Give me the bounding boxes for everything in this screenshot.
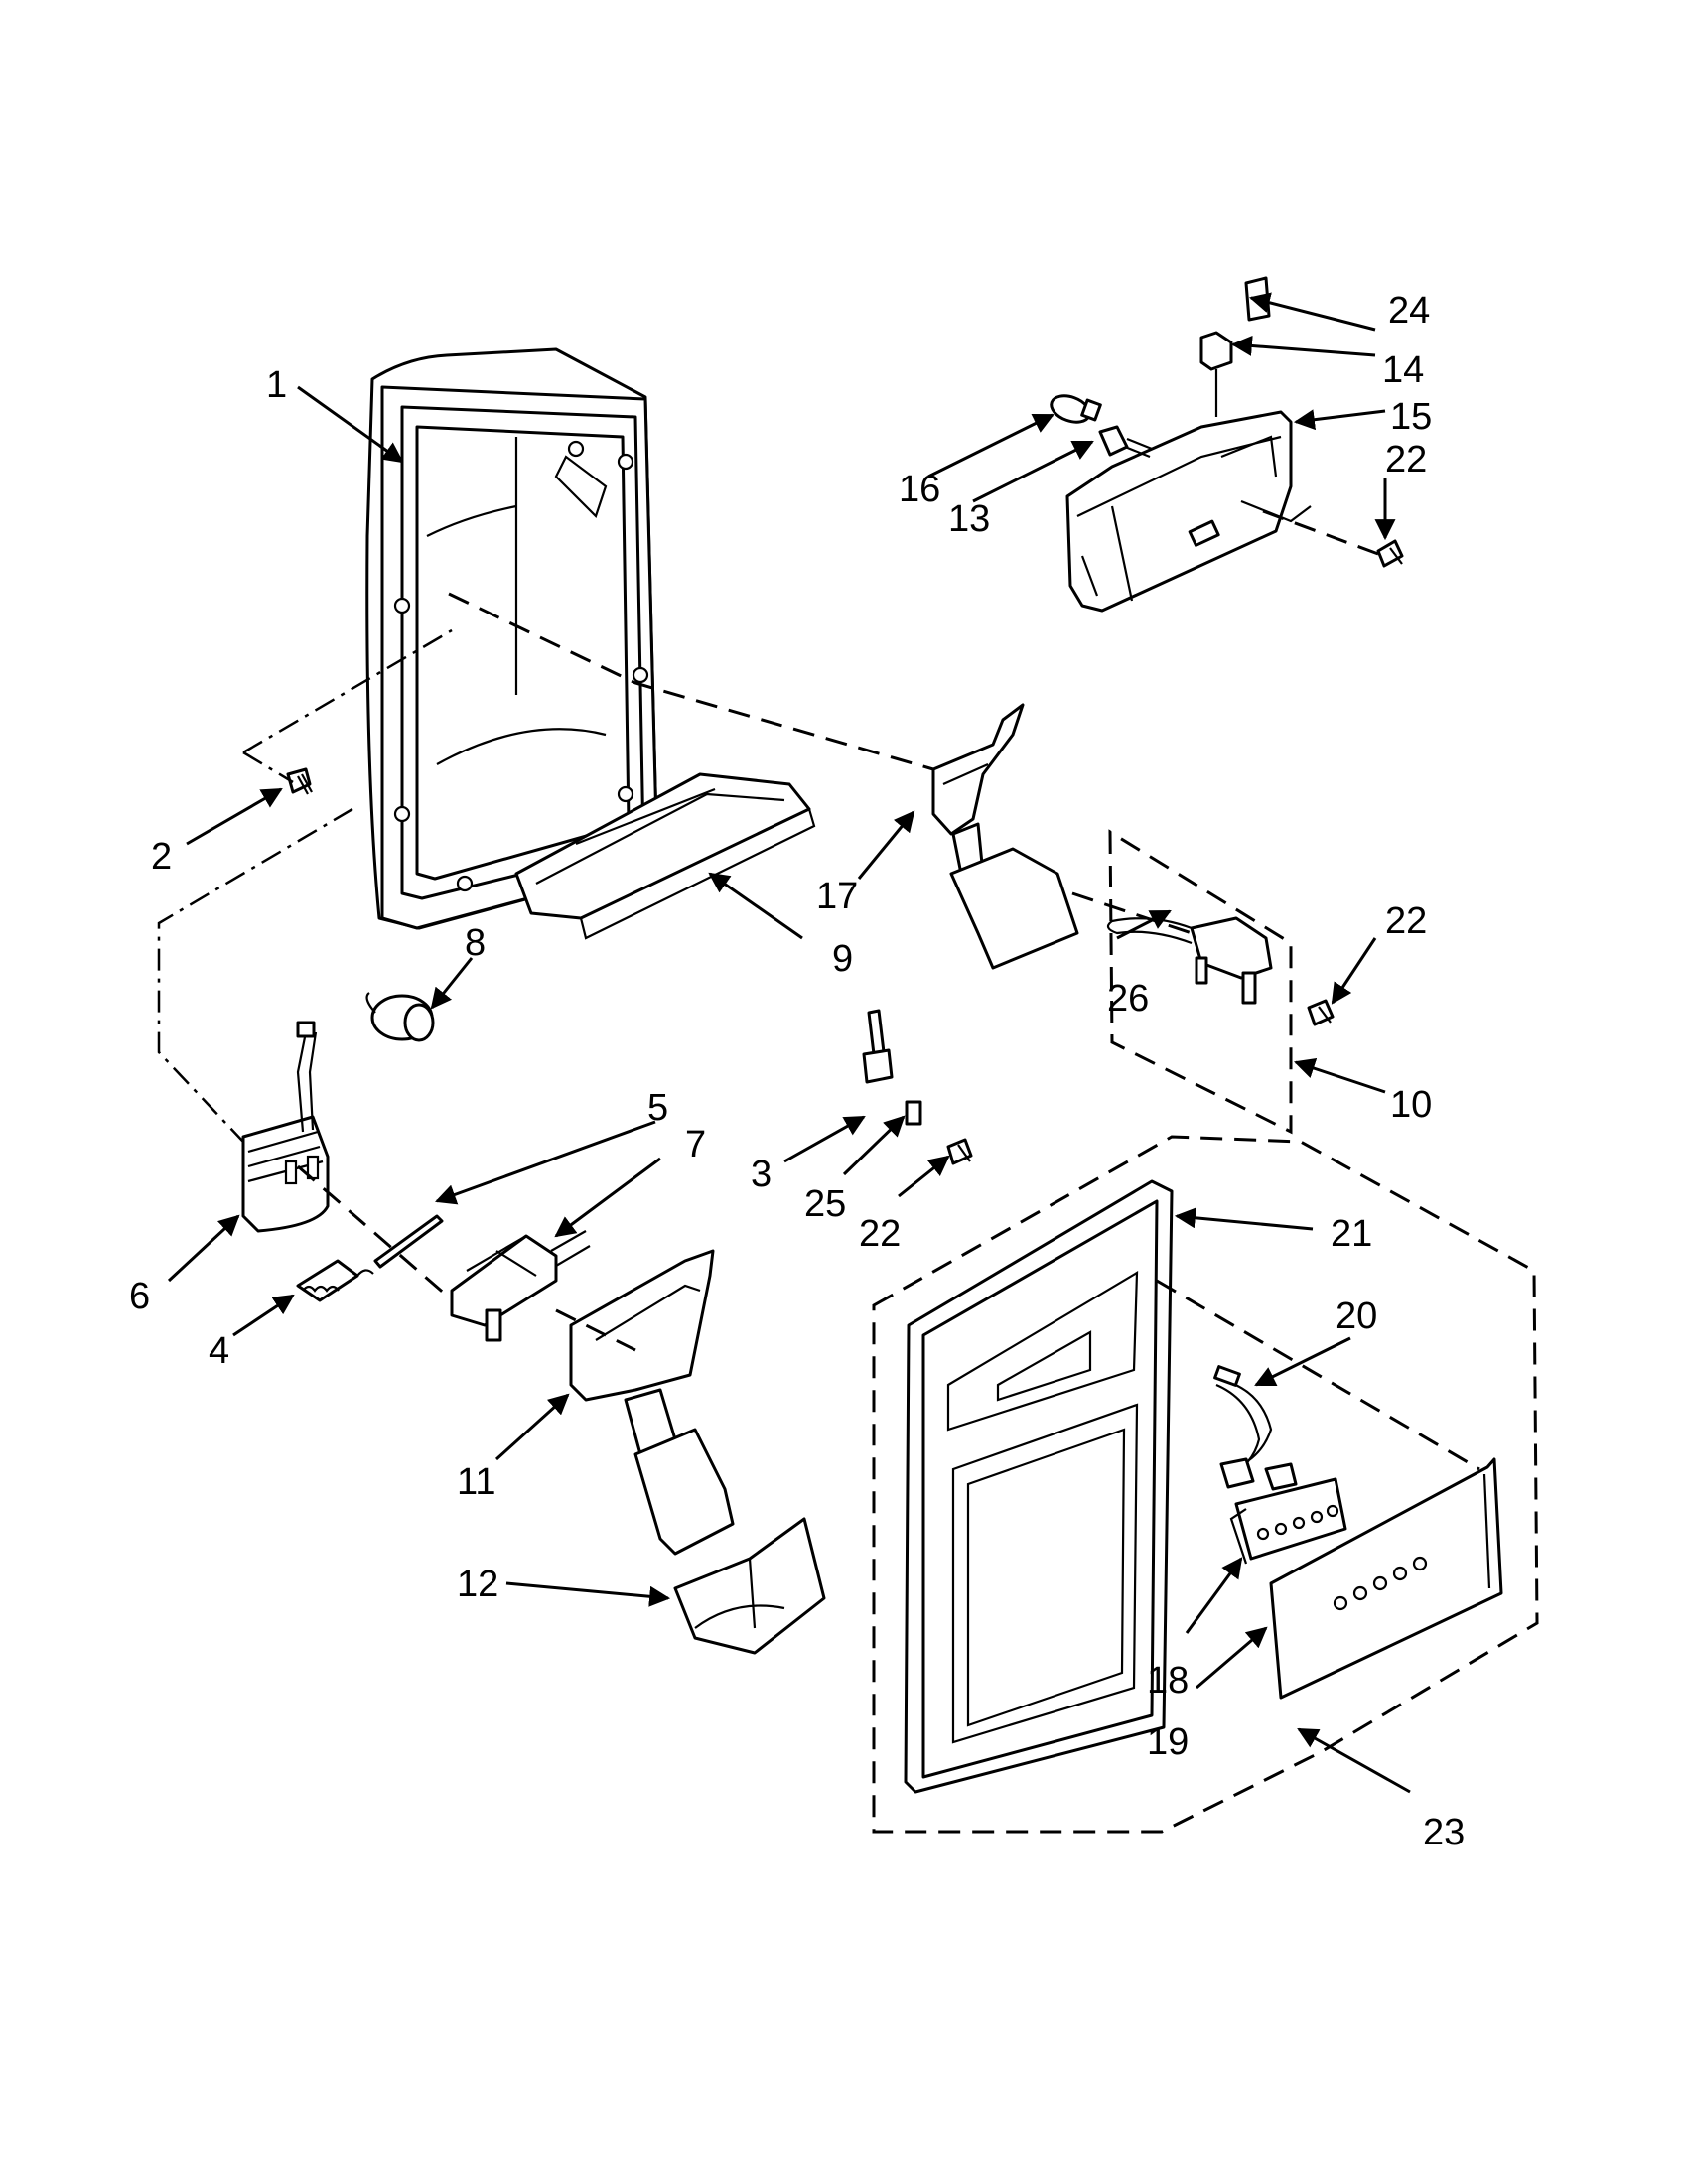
part-screw-22-mid [1307, 999, 1335, 1026]
part-ice-paddle-11 [569, 1249, 735, 1556]
part-drip-tray [514, 772, 816, 940]
callout-22-low: 22 [859, 1213, 901, 1255]
callout-3: 3 [751, 1154, 772, 1195]
assembly-boundary-23 [872, 1135, 1539, 1834]
callout-13: 13 [948, 498, 990, 540]
part-spring-4 [296, 1259, 374, 1302]
callout-5: 5 [647, 1087, 668, 1129]
part-screw-2 [286, 767, 313, 795]
callout-17: 17 [816, 876, 858, 917]
assembly-boundary-10 [1108, 829, 1293, 1135]
part-switch-14 [1199, 331, 1233, 417]
part-solenoid-6 [241, 1021, 330, 1233]
part-bracket-7 [450, 1230, 591, 1342]
part-water-paddle-17 [931, 703, 1079, 970]
part-control-board-18 [1229, 1477, 1347, 1565]
part-switch-26 [1106, 916, 1273, 1005]
part-front-panel-21 [904, 1179, 1174, 1794]
callout-26: 26 [1107, 978, 1149, 1020]
callout-20: 20 [1336, 1296, 1377, 1337]
part-lamp-housing-15 [1065, 410, 1312, 613]
callout-2: 2 [151, 836, 172, 878]
callout-7: 7 [685, 1124, 706, 1165]
part-contact-25 [905, 1100, 922, 1126]
part-screw-22-low [946, 1138, 973, 1165]
part-overlay-19 [1269, 1457, 1503, 1700]
callout-22-mid: 22 [1385, 900, 1427, 942]
part-rod-5 [373, 1214, 444, 1269]
part-screw-22-top [1376, 539, 1404, 568]
callout-14: 14 [1382, 349, 1424, 391]
callout-1: 1 [266, 364, 287, 406]
callout-16: 16 [899, 469, 940, 510]
alignment-lines [157, 509, 1480, 1471]
callout-10: 10 [1390, 1084, 1432, 1126]
callout-11: 11 [457, 1461, 495, 1503]
part-clip-3 [862, 1009, 894, 1084]
part-housing-frame [365, 347, 659, 930]
callout-21: 21 [1331, 1213, 1372, 1255]
part-chute-12 [673, 1517, 826, 1655]
callouts: 1 2 3 4 5 6 7 8 9 10 11 12 13 14 15 16 1… [129, 290, 1465, 1853]
callout-19: 19 [1147, 1721, 1189, 1763]
callout-25: 25 [804, 1183, 846, 1225]
part-harness-20 [1213, 1365, 1298, 1491]
callout-23: 23 [1423, 1812, 1465, 1853]
callout-24: 24 [1388, 290, 1430, 332]
callout-8: 8 [465, 922, 486, 964]
callout-9: 9 [832, 938, 853, 980]
leader-lines [167, 292, 1411, 1794]
callout-15: 15 [1390, 396, 1432, 438]
callout-4: 4 [209, 1330, 229, 1372]
callout-22-top: 22 [1385, 439, 1427, 480]
callout-6: 6 [129, 1276, 150, 1317]
callout-12: 12 [457, 1564, 498, 1605]
callout-18: 18 [1147, 1660, 1189, 1702]
part-bulb-16 [1050, 394, 1102, 424]
part-capacitor-8 [365, 992, 435, 1042]
part-socket-13 [1098, 425, 1153, 459]
